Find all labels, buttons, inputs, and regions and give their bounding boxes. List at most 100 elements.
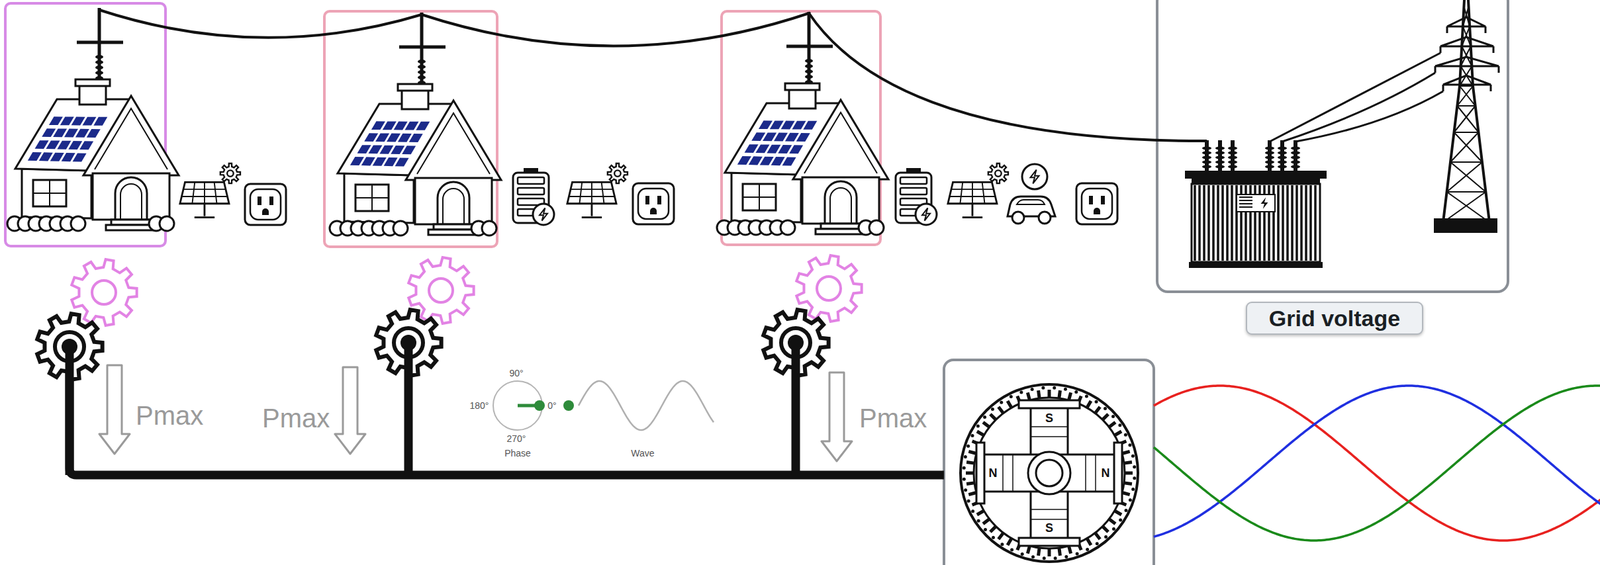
bolt [539,207,548,221]
bushing-disc [1227,151,1238,155]
outlet-face [1081,188,1113,220]
stator-notch [1094,400,1099,404]
cooling-fin [1300,185,1303,261]
solar-cell [375,133,390,142]
solar-cell [27,152,42,161]
bushing-disc [1202,160,1212,165]
generator-frame [943,360,1154,565]
bush [869,220,884,236]
nameplate [1236,194,1275,212]
stator-slot [1114,431,1122,436]
solar-cell [371,121,386,130]
solar-panel-icon [180,163,241,218]
panel-grid [183,188,226,190]
outlet-icon [632,183,674,225]
coil-line [1030,436,1068,438]
stator-notch [1118,423,1122,427]
small-gear [607,163,628,184]
tower-brace [1459,86,1476,106]
outlet-slot [257,196,262,206]
wave-curve [578,381,714,431]
phase-label: 0° [547,401,557,411]
coil-line [1012,454,1014,492]
solar-cell [357,144,372,154]
car-window [1016,199,1045,205]
arm-insulator [1442,84,1445,92]
cooling-fin [1230,185,1234,261]
insulator [417,64,426,69]
small-gear [988,163,1009,184]
solar-cell [755,144,770,153]
battery-bar [517,188,545,195]
stator-notch [1041,386,1045,390]
cooling-fin [1286,185,1289,261]
panel [567,182,617,204]
solar-cell [773,133,788,142]
stator-slot [977,431,984,436]
solar-cell [785,133,800,142]
cooling-fin [1309,185,1313,261]
stator-slot [966,462,975,465]
transmission-tower [1433,0,1499,234]
battery-bar [900,177,927,185]
pole-label: N [988,467,998,480]
wheel [1038,211,1051,224]
cooling-fin [1290,185,1294,261]
nameplate-stripe [1239,206,1253,208]
panel-base [962,216,983,219]
window [742,184,776,211]
door [115,177,147,220]
solar-cell [393,121,408,131]
solar-cell [769,120,784,130]
arm-insulator [1490,84,1493,92]
panel [947,182,997,204]
door-inner [120,184,142,220]
bolt-badge [1022,164,1048,190]
door-inner [442,188,465,225]
stator-slot [1059,390,1061,399]
panel-stand [971,203,974,217]
tower-arm [1443,75,1491,85]
bushing-disc [1290,165,1301,169]
outlet-slot [1100,195,1105,205]
panel-grid [601,182,605,204]
stator-slot [1059,548,1061,557]
stator-slot [1007,401,1012,408]
solar-cell [361,156,376,166]
pole-label: S [1045,412,1054,425]
coil-line [1030,509,1068,511]
stator-slot [990,414,996,420]
bushing-disc [1290,156,1301,160]
bushing-disc [1202,151,1212,155]
stator-outer [960,384,1138,563]
panel-grid [949,195,995,198]
window-bar [742,196,776,198]
stator-slot [1094,532,1100,540]
panel-base [194,216,215,219]
bushing-disc [1277,146,1287,151]
stator-notch [999,401,1003,405]
outlet-slot [657,195,662,205]
rotor-hub [1028,452,1071,495]
bushing-disc [1202,156,1212,160]
solar-cell [397,133,412,143]
stator-notch [1020,552,1025,557]
cooling-fin [1216,185,1220,261]
arm-insulator [1439,46,1442,53]
coil-line [1084,454,1087,492]
outlet-face [638,188,669,220]
house-drawing [716,11,889,236]
solar-cell [766,144,781,154]
cooling-fin [1202,185,1206,261]
stator-slot [966,483,975,485]
panel-grid [982,182,986,204]
rotor-arm [983,454,1116,492]
bushing-disc [1277,165,1287,169]
solar-cell [782,156,797,166]
bolt [1261,197,1269,210]
bushing-disc [1227,160,1238,165]
pmax-arrow [99,365,130,455]
bushing-disc [1277,160,1287,165]
transformer-body [1191,184,1320,263]
solar-cell [61,152,76,162]
